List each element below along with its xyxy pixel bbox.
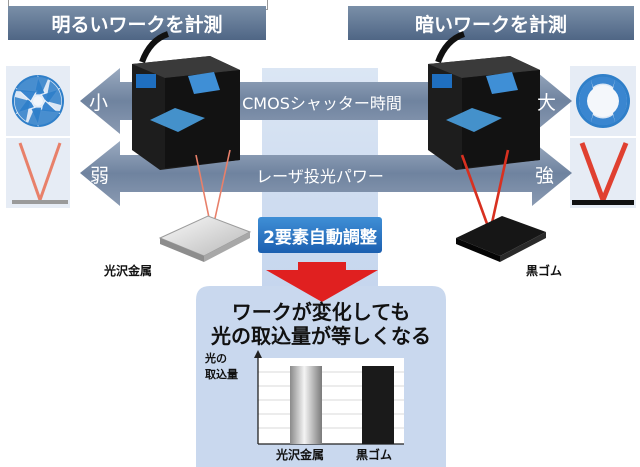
result-line-1: ワークが変化しても [231,300,411,324]
left-header: 明るいワークを計測 [8,6,266,40]
left-work-label: 光沢金属 [104,264,153,278]
glossy-metal-plate [158,215,252,262]
result-line-2: 光の取込量が等しくなる [211,324,431,348]
right-work-label: 黒ゴム [526,264,563,278]
red-down-arrow [266,262,378,302]
chart-bar-1 [362,366,394,444]
sensor-right-icon [428,31,540,170]
laser-max-label: 強 [535,165,555,187]
laser-min-label: 弱 [90,165,110,187]
laser-strong-icon [572,142,634,205]
shutter-min-label: 小 [89,92,109,114]
black-rubber-plate [456,216,546,262]
chart-ylabel-line-1: 光の [205,352,227,365]
laser-label: レーザ投光パワー [256,167,384,186]
right-header: 暗いワークを計測 [348,6,634,40]
laser-weak-icon [12,142,68,204]
aperture-small-icon [12,75,64,127]
aperture-large-icon [576,74,630,128]
chart-category-label-0: 光沢金属 [276,448,325,462]
chart-category-label-1: 黒ゴム [356,448,393,462]
chart-bar-0 [290,366,322,444]
sensor-left-icon [132,31,240,170]
chart-ylabel-line-2: 取込量 [205,368,238,381]
shutter-label: CMOSシャッター時間 [242,94,402,113]
auto-adjust-badge: 2要素自動調整 [258,217,382,253]
shutter-max-label: 大 [537,92,557,114]
